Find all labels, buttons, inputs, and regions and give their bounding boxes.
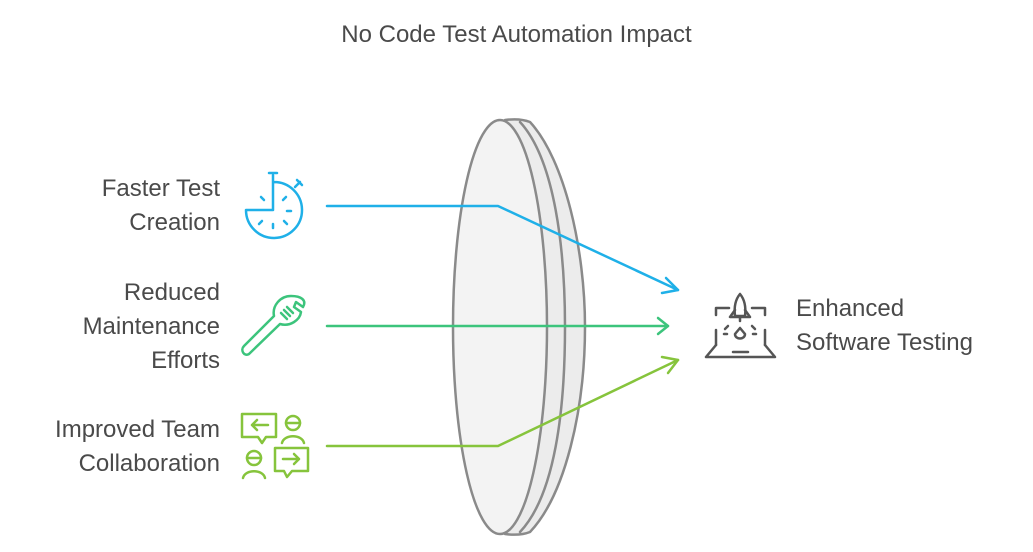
input-label-reduced-maintenance: Reduced Maintenance Efforts: [0, 276, 220, 378]
connector-lime: [325, 355, 680, 448]
connector-green: [325, 316, 670, 336]
label-line: Enhanced: [796, 295, 905, 322]
label-line: Software Testing: [796, 329, 973, 356]
input-label-team-collaboration: Improved Team Collaboration: [0, 413, 220, 481]
output-label-enhanced-testing: Enhanced Software Testing: [796, 292, 973, 360]
diagram-title: No Code Test Automation Impact: [341, 21, 692, 48]
laptop-rocket-icon: [704, 292, 777, 359]
label-line: Reduced: [123, 279, 220, 306]
label-line: Faster Test: [101, 175, 220, 202]
label-line: Collaboration: [78, 450, 220, 477]
connector-blue: [325, 204, 680, 295]
label-line: Maintenance: [82, 313, 220, 340]
label-line: Creation: [129, 209, 220, 236]
label-line: Improved Team: [55, 416, 220, 443]
team-chat-icon: [240, 412, 310, 480]
wrench-icon: [241, 294, 306, 356]
label-line: Efforts: [151, 347, 220, 374]
input-label-faster-test-creation: Faster Test Creation: [0, 172, 220, 240]
stopwatch-icon: [244, 171, 304, 240]
